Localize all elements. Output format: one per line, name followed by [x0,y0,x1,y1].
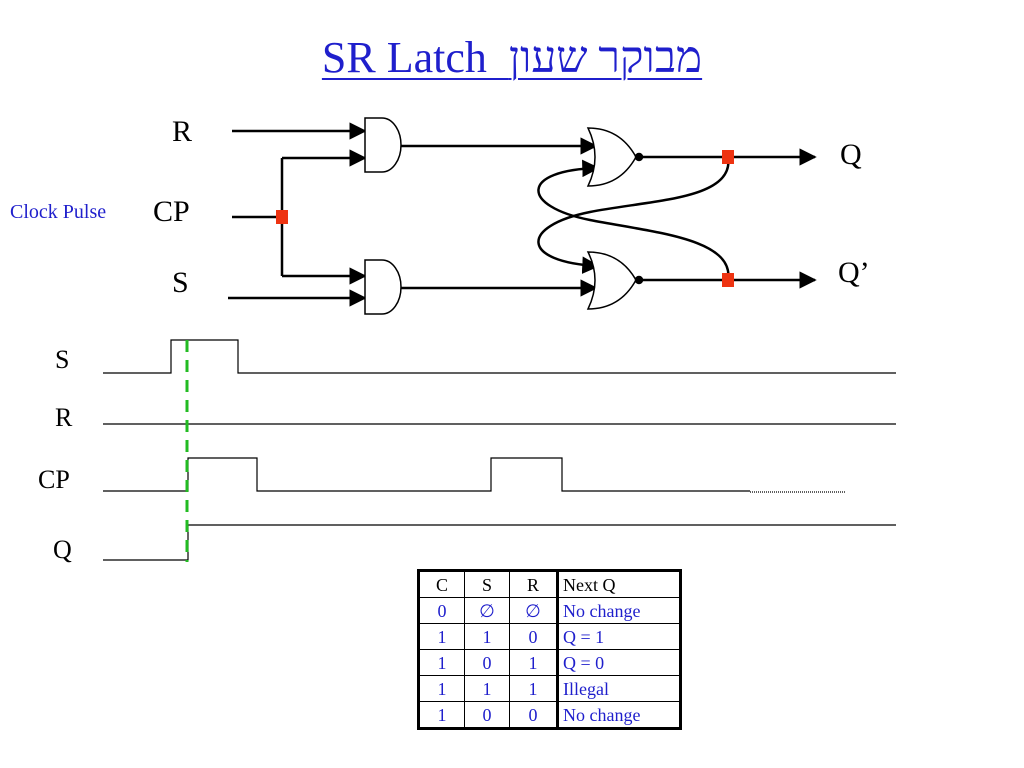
and-gate-bottom [364,259,402,315]
cell-s: 1 [464,623,510,650]
truth-table: C S R Next Q 0 ∅ ∅ No change 1 1 0 Q = 1… [417,569,682,730]
cell-next-q: Illegal [556,675,681,702]
output-label-q: Q [840,138,862,171]
timing-waveforms [103,339,896,561]
cell-r: 0 [509,701,558,729]
cell-c: 0 [418,597,465,624]
nor-gate-bottom [586,251,644,310]
timing-label-r: R [55,403,73,432]
column-header-r: R [509,570,558,598]
cell-next-q: No change [556,597,681,624]
waveform-q [103,524,896,561]
cell-c: 1 [418,649,465,676]
column-header-s: S [464,570,510,598]
slide-title: SR Latch מבוקר שעון [321,33,703,82]
clock-pulse-label: Clock Pulse [10,201,107,223]
cell-next-q: Q = 0 [556,649,681,676]
input-label-r: R [172,115,193,148]
column-header-c: C [418,570,465,598]
waveform-s [103,339,896,374]
nor-gate-top [586,127,644,187]
wire-feedback-qbar [537,159,730,281]
timing-label-cp: CP [38,465,70,494]
junction-cp [276,210,288,224]
output-label-qbar: Q’ [838,256,870,289]
timing-label-s: S [55,345,70,374]
and-gate-top [364,117,402,173]
cell-s: 1 [464,675,510,702]
table-header-row: C S R Next Q [418,570,681,598]
cell-r: 0 [509,623,558,650]
cell-s: ∅ [464,597,510,624]
table-row: 1 1 0 Q = 1 [418,623,681,650]
wire-feedback-q [537,156,730,274]
junction-q [722,150,734,164]
column-header-next-q: Next Q [556,570,681,598]
input-label-s: S [172,266,189,299]
table-row: 1 0 1 Q = 0 [418,649,681,676]
table-row: 0 ∅ ∅ No change [418,597,681,624]
cell-next-q: Q = 1 [556,623,681,650]
input-label-cp: CP [153,195,190,228]
waveform-cp [103,457,750,492]
cell-r: 1 [509,649,558,676]
cell-r: ∅ [509,597,558,624]
cell-s: 0 [464,649,510,676]
cell-c: 1 [418,623,465,650]
cell-c: 1 [418,701,465,729]
cell-c: 1 [418,675,465,702]
cell-s: 0 [464,701,510,729]
junction-qbar [722,273,734,287]
circuit-wires [228,122,817,307]
timing-label-q: Q [53,535,72,564]
cell-next-q: No change [556,701,681,729]
table-row: 1 1 1 Illegal [418,675,681,702]
table-row: 1 0 0 No change [418,701,681,729]
cell-r: 1 [509,675,558,702]
